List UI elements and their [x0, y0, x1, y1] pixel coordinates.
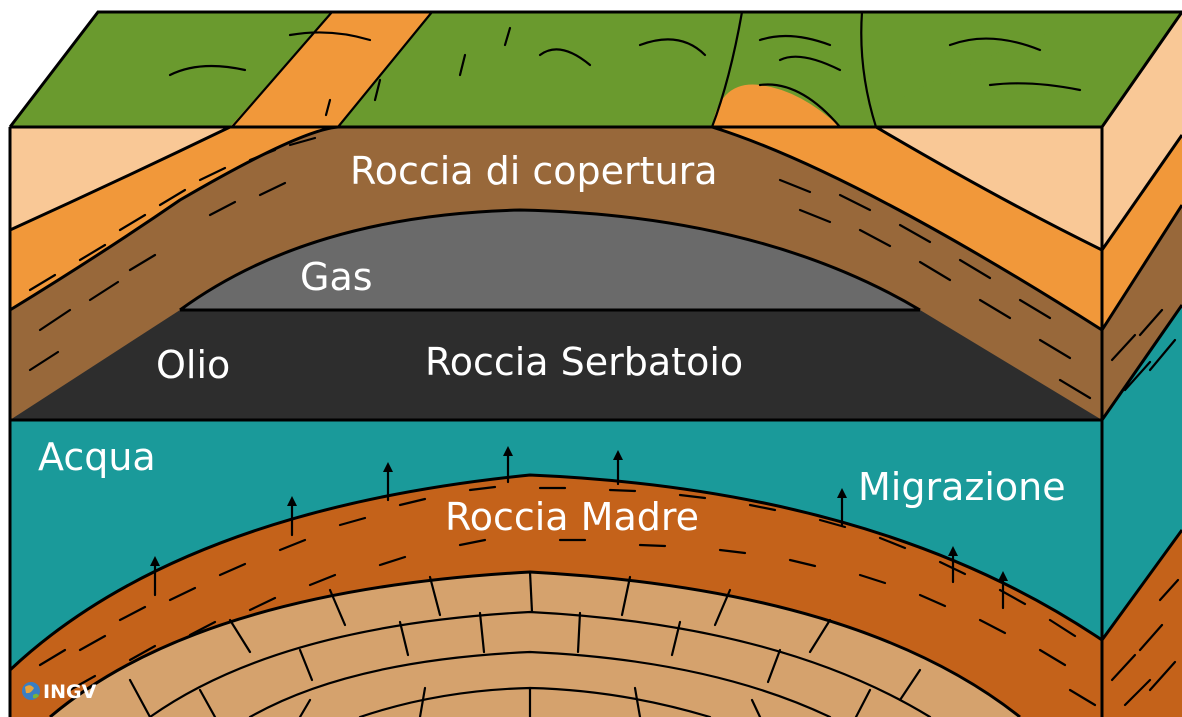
migration-arrow — [837, 488, 847, 527]
logo-text: INGV — [43, 681, 97, 703]
front-face — [10, 127, 1102, 717]
surface-orange-strip — [230, 12, 432, 127]
label-source-rock: Roccia Madre — [445, 495, 699, 539]
side-lines — [1102, 134, 1182, 707]
ingv-logo: INGV — [22, 681, 97, 703]
surface-outcrop-orange — [712, 84, 840, 127]
migration-arrow — [383, 462, 393, 502]
limestone-basement — [50, 572, 1020, 717]
source-rock-dashes — [38, 485, 1097, 707]
migration-arrow — [503, 446, 513, 484]
label-reservoir: Roccia Serbatoio — [425, 340, 743, 384]
top-surface — [10, 10, 1182, 129]
side-brown — [1102, 205, 1182, 420]
migration-arrows — [150, 446, 1008, 610]
label-migration: Migrazione — [858, 465, 1066, 509]
block-outline — [8, 10, 1182, 717]
oil-reservoir-zone — [10, 310, 1102, 420]
migration-arrow — [613, 450, 623, 486]
label-oil: Olio — [156, 343, 230, 387]
migration-arrow — [287, 496, 297, 537]
globe-icon — [22, 682, 40, 700]
layer-boundaries — [10, 127, 1102, 717]
surface-right-green — [850, 12, 1182, 127]
side-orange — [1102, 135, 1182, 330]
gas-zone — [180, 210, 920, 310]
migration-arrow — [948, 546, 958, 584]
label-cap-rock: Roccia di copertura — [350, 149, 718, 193]
side-face — [1102, 12, 1182, 717]
label-water: Acqua — [38, 435, 156, 479]
label-gas: Gas — [300, 255, 373, 299]
cap-rock-dashes — [28, 136, 1092, 400]
surface-lines — [168, 10, 1082, 129]
migration-arrow — [998, 571, 1008, 610]
limestone-blocks — [128, 570, 932, 717]
migration-arrow — [150, 556, 160, 597]
